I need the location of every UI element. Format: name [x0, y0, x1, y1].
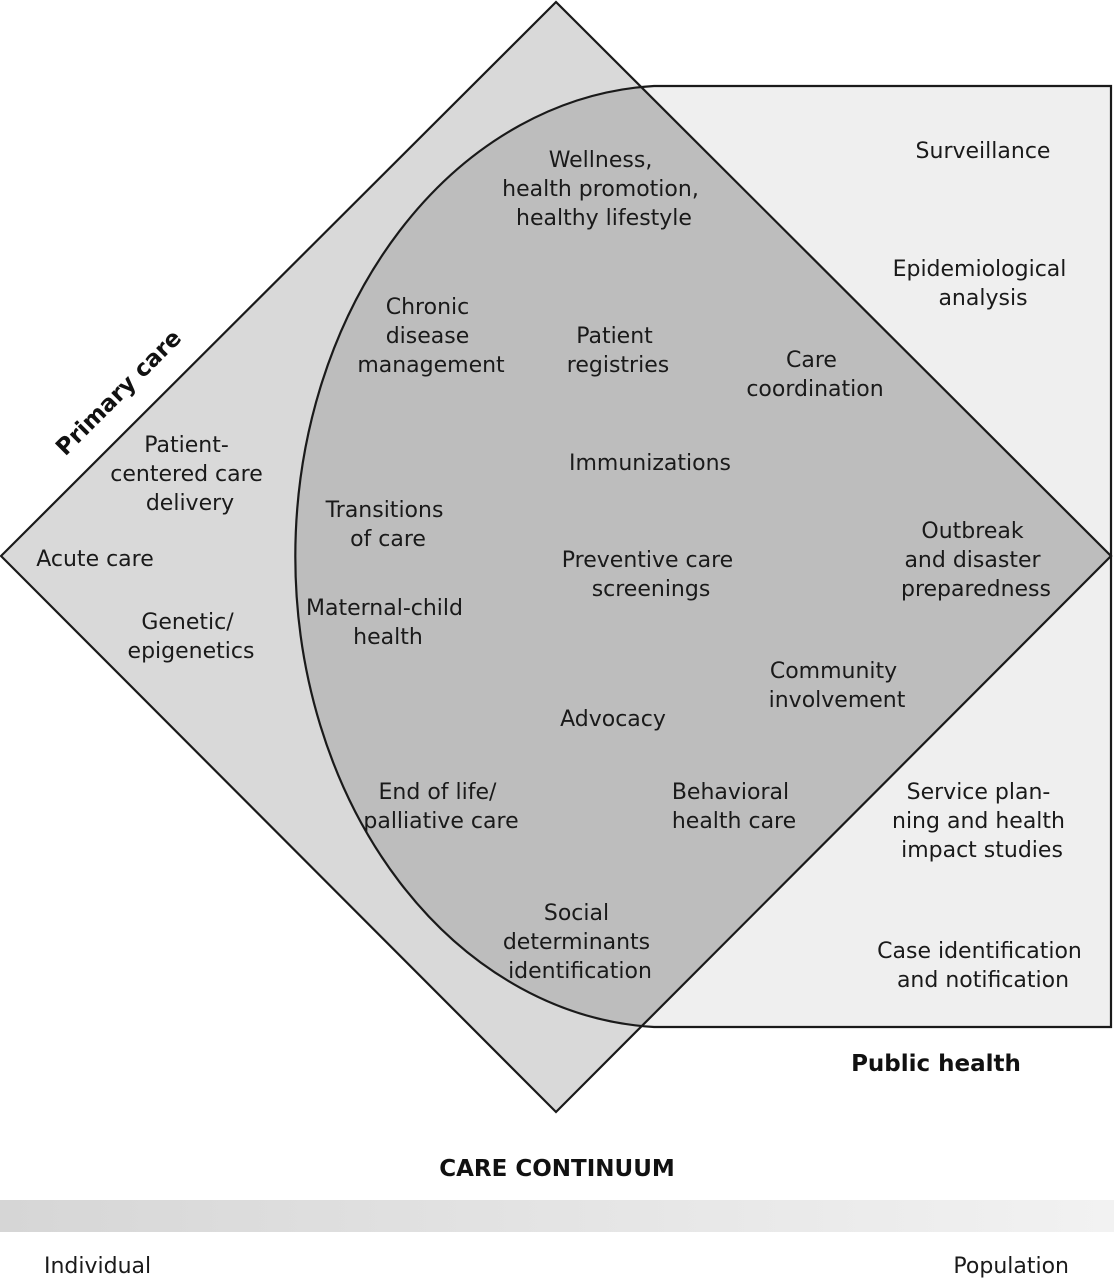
continuum-gradient-bar [0, 1200, 1114, 1232]
service-planning-label: Service plan- ning and health impact stu… [892, 780, 1072, 863]
public-health-outline [294, 84, 1113, 1029]
end-of-life-care-label: End of life/ palliative care [363, 780, 518, 834]
patient-registries-label: Patient registries [567, 324, 669, 378]
preventive-care-screenings-label: Preventive care screenings [562, 548, 740, 602]
acute-care-label: Acute care [36, 547, 154, 572]
population-label: Population [953, 1254, 1069, 1279]
public-health-title: Public health [851, 1051, 1021, 1077]
care-coordination-label: Care coordination [746, 348, 883, 402]
patient-centered-care-label: Patient- centered care delivery [110, 433, 269, 516]
social-determinants-label: Social determinants identification [503, 901, 657, 984]
advocacy-label: Advocacy [560, 707, 666, 732]
outbreak-preparedness-label: Outbreak and disaster preparedness [901, 519, 1051, 602]
immunizations-label: Immunizations [569, 451, 731, 476]
community-involvement-label: Community involvement [769, 659, 906, 713]
genetic-epigenetics-label: Genetic/ epigenetics [128, 610, 255, 664]
wellness-label: Wellness, health promotion, healthy life… [502, 148, 706, 231]
surveillance-label: Surveillance [916, 139, 1051, 164]
case-identification-label: Case identification and notification [877, 939, 1089, 993]
epidemiological-analysis-label: Epidemiological analysis [893, 257, 1074, 311]
maternal-child-health-label: Maternal-child health [306, 596, 470, 650]
individual-label: Individual [44, 1254, 151, 1279]
transitions-of-care-label: Transitions of care [325, 498, 451, 552]
behavioral-health-care-label: Behavioral health care [672, 780, 796, 834]
primary-care-outline [0, 0, 1113, 1114]
chronic-disease-management-label: Chronic disease management [357, 295, 505, 378]
care-continuum-title: CARE CONTINUUM [439, 1156, 675, 1182]
